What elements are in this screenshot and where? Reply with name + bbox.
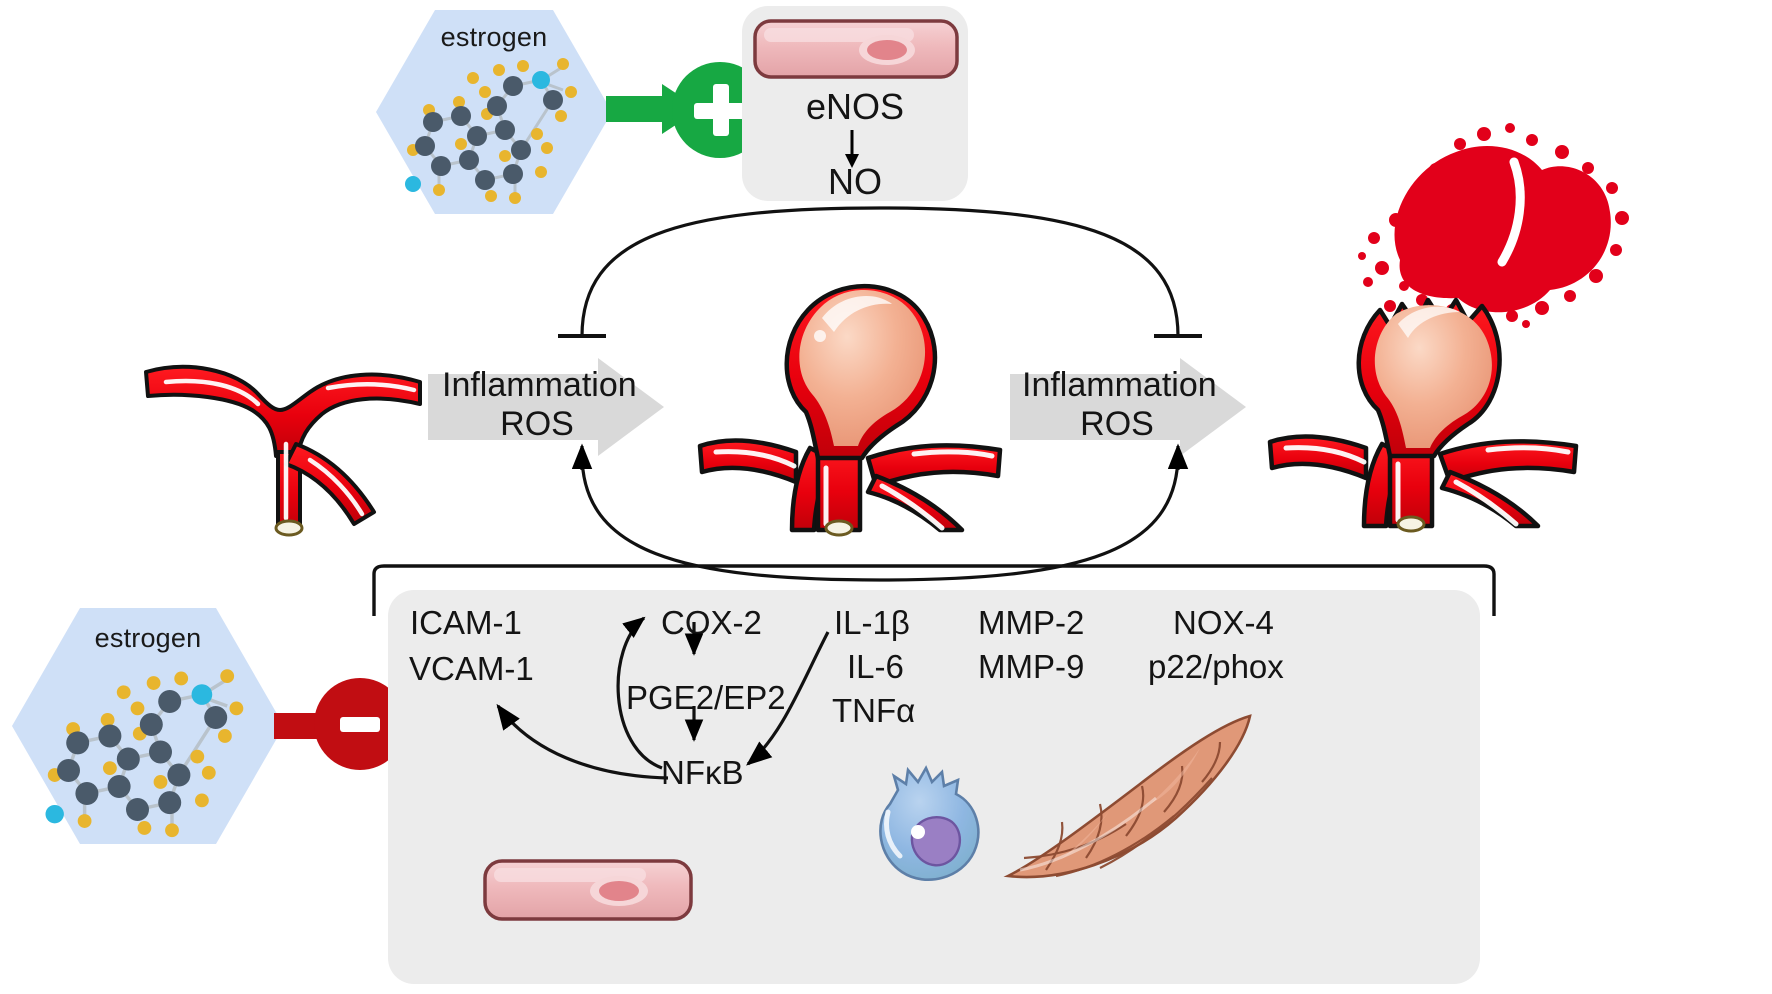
plus-glyph bbox=[694, 84, 746, 136]
icam-1-label: ICAM-1 bbox=[410, 604, 522, 641]
steroid-molecule-icon-top bbox=[405, 58, 577, 204]
pge2-ep2-label: PGE2/EP2 bbox=[626, 679, 786, 716]
nfkb-label: NFκB bbox=[661, 754, 744, 791]
ros-label-1: ROS bbox=[500, 405, 574, 443]
minus-glyph bbox=[340, 716, 380, 732]
inflammation-ros-arrow-2 bbox=[1010, 358, 1246, 456]
mmp-2-label: MMP-2 bbox=[978, 604, 1085, 641]
il-6-label: IL-6 bbox=[847, 648, 904, 685]
inflammation-label-1: Inflammation bbox=[442, 366, 637, 404]
steroid-molecule-icon-bottom bbox=[45, 669, 244, 838]
aneurysm-icon bbox=[697, 283, 1003, 537]
mmp-9-label: MMP-9 bbox=[978, 648, 1085, 685]
il-1b-label: IL-1β bbox=[834, 604, 910, 641]
macrophage-icon bbox=[879, 765, 980, 881]
inflammation-label-2: Inflammation bbox=[1022, 366, 1217, 404]
no-label: NO bbox=[828, 161, 882, 202]
tnfa-label: TNFα bbox=[832, 692, 916, 729]
enos-to-no-arrow-icon bbox=[845, 130, 859, 168]
ros-label-2: ROS bbox=[1080, 405, 1154, 443]
enos-label: eNOS bbox=[805, 86, 905, 127]
artery-bifurcation-icon bbox=[144, 365, 422, 537]
feedback-connectors bbox=[571, 443, 1189, 582]
endothelial-cell-icon-bottom bbox=[483, 859, 693, 921]
p22-phox-label: p22/phox bbox=[1148, 648, 1284, 685]
smooth-muscle-cell-icon bbox=[1003, 714, 1252, 879]
inhibition-connectors bbox=[558, 206, 1202, 338]
estrogen-label-bottom: estrogen bbox=[94, 623, 202, 653]
endothelial-cell-icon-top bbox=[753, 19, 959, 79]
vcam-1-label: VCAM-1 bbox=[409, 650, 534, 687]
panel-pathway-arrows bbox=[496, 616, 830, 780]
ruptured-aneurysm-icon bbox=[1267, 123, 1629, 533]
nox-4-label: NOX-4 bbox=[1173, 604, 1274, 641]
cox-2-label: COX-2 bbox=[661, 604, 762, 641]
estrogen-label-top: estrogen bbox=[440, 22, 548, 52]
inflammation-ros-arrow-1 bbox=[428, 358, 664, 456]
molecular-panel-bracket bbox=[372, 564, 1496, 616]
